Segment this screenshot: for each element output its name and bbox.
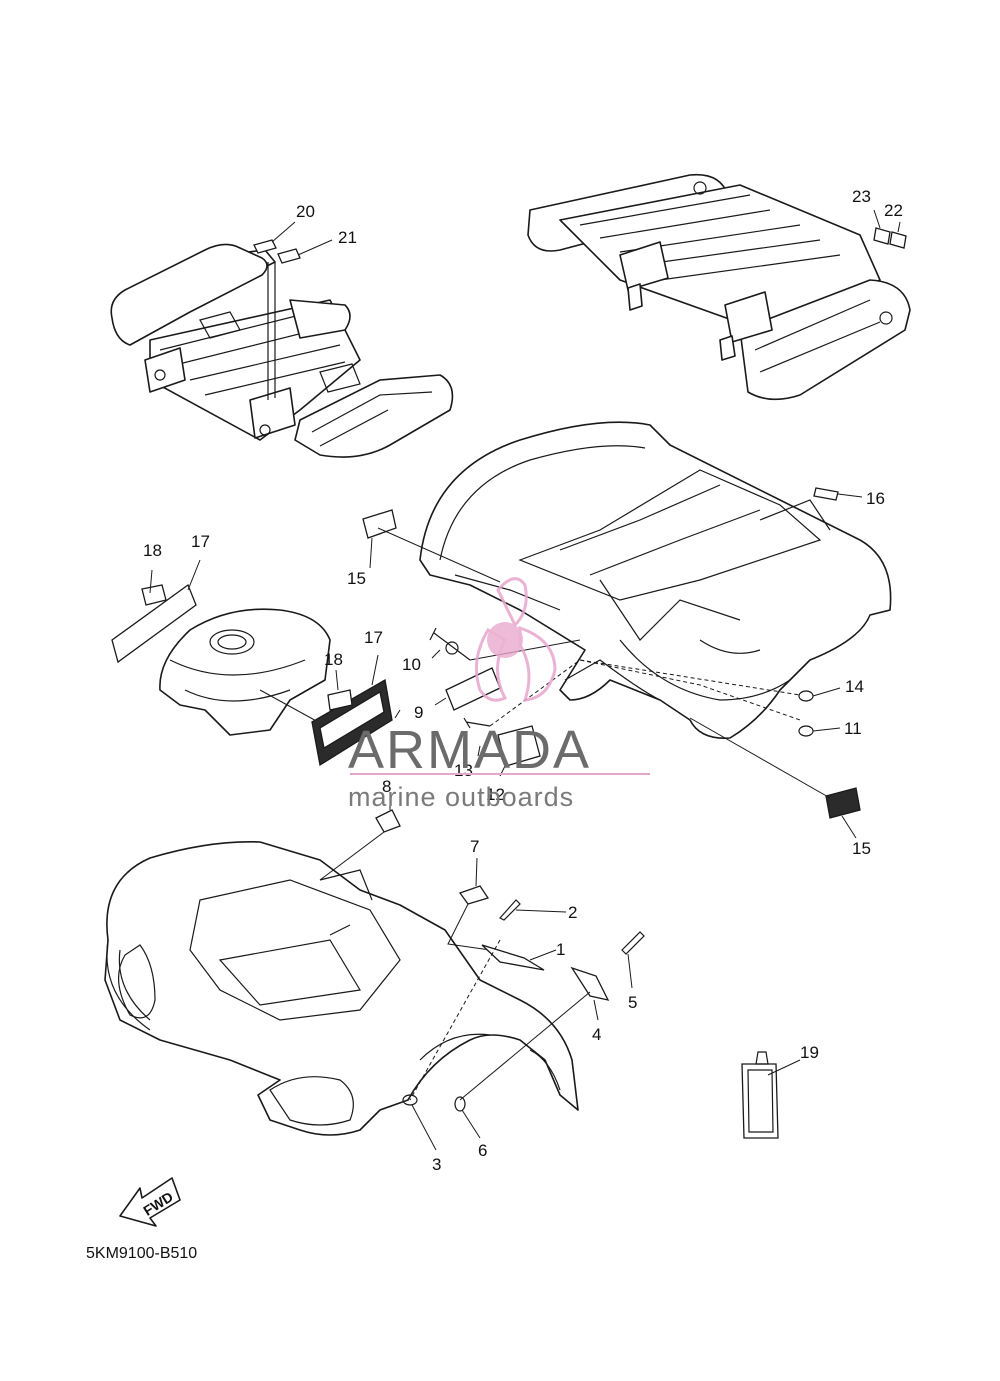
watermark-brand: ARMADA <box>348 720 591 780</box>
callout-12: 12 <box>486 785 505 804</box>
callout-17b: 17 <box>364 628 383 647</box>
callout-11: 11 <box>844 719 862 738</box>
rear-fender <box>362 421 892 839</box>
front-carrier-rack <box>110 221 454 458</box>
callout-17a: 17 <box>191 532 210 551</box>
callout-21: 21 <box>338 228 357 247</box>
callout-13: 13 <box>454 761 473 780</box>
callout-23: 23 <box>852 187 871 206</box>
callout-1: 1 <box>556 940 565 959</box>
callout-18a: 18 <box>143 541 162 560</box>
warning-tag <box>741 1051 801 1139</box>
callout-5: 5 <box>628 993 637 1012</box>
callout-9: 9 <box>414 703 423 722</box>
diagram-part-code: 5KM9100-B510 <box>86 1245 197 1262</box>
watermark-underline <box>350 773 650 775</box>
callout-15b: 15 <box>852 839 871 858</box>
callout-16: 16 <box>866 489 885 508</box>
callout-20: 20 <box>296 202 315 221</box>
callout-14: 14 <box>845 677 864 696</box>
callout-7: 7 <box>470 837 479 856</box>
fwd-arrow-icon: FWD <box>119 1177 181 1227</box>
callout-4: 4 <box>592 1025 601 1044</box>
callout-22: 22 <box>884 201 903 220</box>
callout-2: 2 <box>568 903 577 922</box>
front-fender <box>104 794 645 1151</box>
callout-10: 10 <box>402 655 421 674</box>
callout-3: 3 <box>432 1155 441 1174</box>
front-tank-cover <box>111 559 401 767</box>
propeller-logo-icon <box>474 577 557 702</box>
callout-6: 6 <box>478 1141 487 1160</box>
callout-numbers: 1 2 3 4 5 6 7 8 9 10 11 12 13 14 15 15 1… <box>143 187 903 1174</box>
watermark-tagline: marine outboards <box>348 782 574 812</box>
callout-15a: 15 <box>347 569 366 588</box>
callout-19: 19 <box>800 1043 819 1062</box>
armada-watermark: ARMADA marine outboards <box>348 577 650 812</box>
callout-18b: 18 <box>324 650 343 669</box>
callout-8: 8 <box>382 777 391 796</box>
rear-carrier-rack <box>527 173 911 401</box>
